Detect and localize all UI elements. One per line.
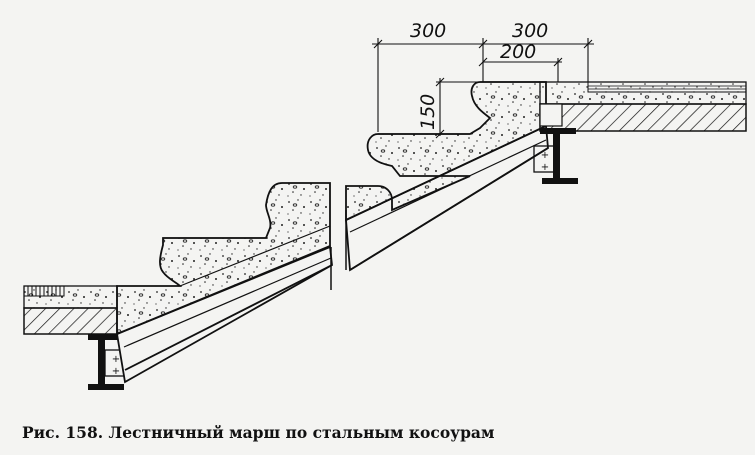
riser-dimension-label: 150 — [417, 94, 439, 130]
figure-caption: Рис. 158. Лестничный марш по стальным ко… — [22, 423, 495, 442]
left-step-slabs — [116, 182, 331, 336]
landing-dimension-label: 300 — [512, 20, 548, 42]
right-steel-column: + + — [533, 128, 578, 184]
svg-text:+: + — [541, 162, 549, 173]
svg-text:+: + — [112, 354, 120, 365]
left-landing — [23, 285, 118, 335]
stair-section-drawing: + + + + — [23, 20, 747, 390]
dimension-lines — [372, 38, 594, 139]
projection-dimension-label: 200 — [500, 41, 536, 63]
svg-text:+: + — [541, 150, 549, 161]
right-step-slabs — [345, 81, 547, 222]
right-landing — [539, 81, 747, 132]
svg-text:+: + — [112, 366, 120, 377]
tread-dimension-label: 300 — [410, 20, 446, 42]
